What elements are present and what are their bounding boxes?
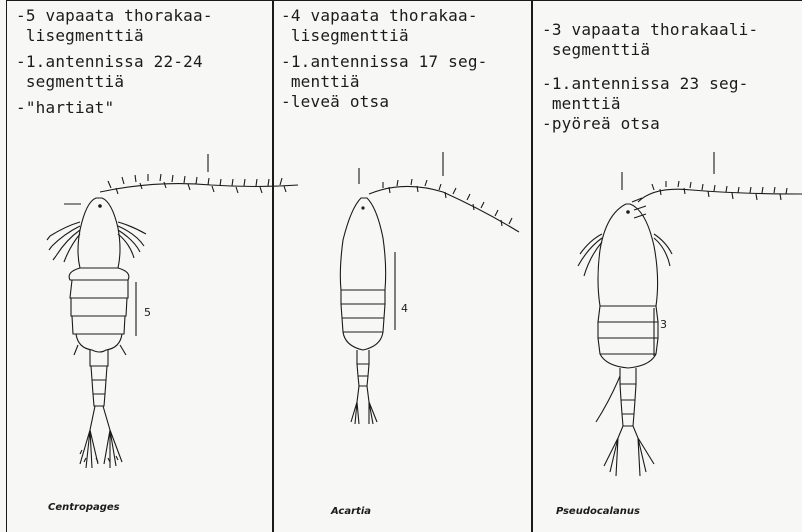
column-centropages: -5 vapaata thorakaa- lisegmenttiä -1.ant… (6, 0, 272, 532)
pseudocalanus-drawing (562, 150, 802, 490)
note-thoracic-segments: -4 vapaata thorakaa- lisegmenttiä (281, 6, 478, 46)
note-shoulders: -"hartiat" (16, 98, 114, 118)
scale-label: 5 (144, 306, 151, 319)
note-thoracic-segments: -5 vapaata thorakaa- lisegmenttiä (16, 6, 213, 46)
note-antenna-segments: -1.antennissa 22-24 segmenttiä (16, 52, 203, 92)
note-thoracic-segments: -3 vapaata thorakaali- segmenttiä (542, 20, 758, 60)
scale-label: 4 (401, 302, 408, 315)
species-name: Pseudocalanus (556, 506, 640, 517)
scale-label: 3 (660, 318, 667, 331)
note-antenna-segments: -1.antennissa 17 seg- menttiä -leveä ots… (281, 52, 488, 112)
centropages-drawing (36, 140, 306, 480)
note-antenna-segments: -1.antennissa 23 seg- menttiä -pyöreä ot… (542, 74, 749, 134)
acartia-drawing (323, 150, 543, 470)
column-acartia: -4 vapaata thorakaa- lisegmenttiä -1.ant… (273, 0, 531, 532)
species-name: Acartia (331, 506, 371, 517)
species-name: Centropages (48, 502, 120, 513)
column-pseudocalanus: -3 vapaata thorakaali- segmenttiä -1.ant… (532, 0, 802, 532)
